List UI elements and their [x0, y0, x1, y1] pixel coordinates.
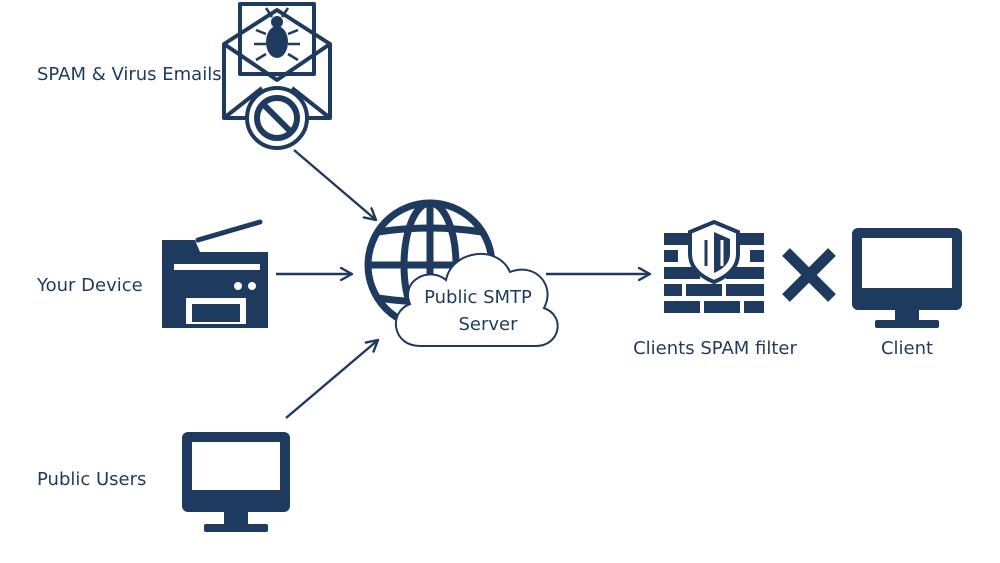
smtp-server-label-line2: Server [458, 314, 518, 335]
spam-filter-label: Clients SPAM filter [633, 338, 797, 359]
printer-icon [162, 219, 268, 328]
smtp-server-label-line1: Public SMTP [424, 287, 532, 308]
monitor-icon [182, 432, 290, 532]
cloud-icon [394, 252, 559, 347]
envelope-bug-blocked-icon [222, 2, 332, 150]
arrow-spam-to-server [293, 149, 376, 220]
public-users-label: Public Users [37, 469, 147, 490]
arrow-users-to-server [285, 340, 378, 419]
your-device-label: Your Device [37, 275, 143, 296]
client-label: Client [880, 338, 934, 359]
firewall-shield-icon [664, 219, 764, 313]
cross-icon [782, 248, 836, 302]
spam-emails-label: SPAM & Virus Emails [37, 64, 222, 85]
client-monitor-icon [852, 228, 962, 328]
